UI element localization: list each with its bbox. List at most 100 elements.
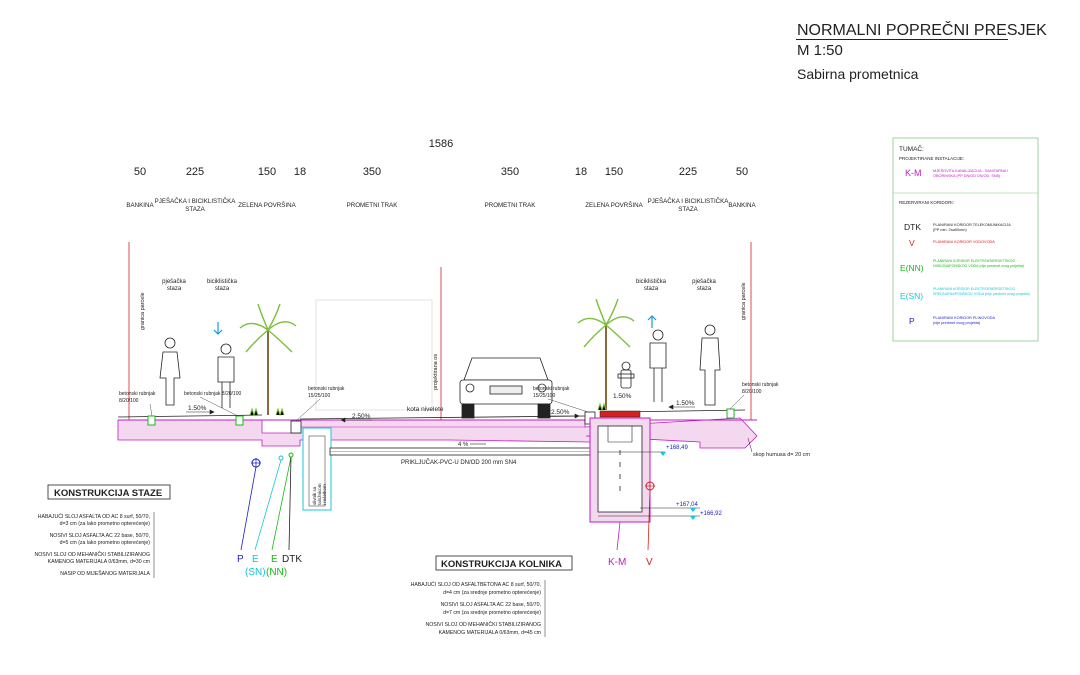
dim-banina-left: 50 (134, 166, 146, 178)
gully-inner (308, 435, 326, 507)
corridor-e-nn-label: E (271, 554, 278, 565)
corridor-e-sn-label: E (252, 554, 259, 565)
car-icon (459, 357, 553, 419)
ks-line-1: HABAJUĆI SLOJ ASFALTA OD AC 8 surf, 50/7… (38, 513, 150, 520)
legend-text-enn-2: NISKONAPONSKOG VODA (nije predmet ovog p… (933, 264, 1024, 268)
dim-rubnjak-right: 18 (575, 166, 587, 178)
granica-left-label: granica parcele (140, 292, 146, 330)
legend-item-dtk: DTK PLANIRANI KORIDOR TELEKOMUNIKACIJA (… (904, 222, 1011, 232)
elev-2: +167,04 (676, 502, 699, 508)
zone-zelena-right: ZELENA POVRŠINA (585, 202, 643, 209)
konstrukcija-staze-title: KONSTRUKCIJA STAZE (54, 488, 162, 499)
drawing-scale: M 1:50 (797, 42, 843, 59)
arrow-down-icon (213, 322, 223, 335)
prikljucak-label: PRIKLJUČAK-PVC-U DN/OD 200 mm SN4 (401, 459, 517, 466)
bicikl-r-2: staza (644, 286, 659, 292)
ks-line-7: NASIP OD MIJEŠANOG MATERIJALA (60, 570, 150, 577)
corridor-dtk-label: DTK (282, 554, 302, 565)
ks-line-4: d=5 cm (za lako prometno opterećenje) (60, 540, 151, 546)
zone-staza-right-1: PJEŠAČKA I BICIKLISTIČKA (648, 198, 730, 205)
legend-text-km-1: MJEŠOVITA KANALIZACIJA - SANITARNA I (933, 168, 1008, 173)
zone-trak-right: PROMETNI TRAK (485, 202, 537, 209)
rubnjak-d-1: betonski rubnjak (533, 386, 570, 392)
kk-line-3: NOSIVI SLOJ ASFALTA AC 22 base, 50/70, (441, 602, 541, 608)
zone-trak-left: PROMETNI TRAK (347, 202, 399, 209)
slivnik-label-1: slivnik sa (312, 486, 317, 505)
slivnik-label-2: taložnicom (317, 483, 322, 505)
kota-label: kota nivelete (407, 406, 444, 413)
slope-3: 2.50% (551, 409, 570, 416)
slivnik-label-3: i rešetkom (322, 484, 327, 505)
corridor-labels: P E (SN) E (NN) DTK K-M V (237, 554, 653, 578)
cyclist-left-icon (217, 343, 235, 408)
cyclist-right-icon (649, 329, 667, 402)
dim-rubnjak-left: 18 (294, 166, 306, 178)
surface-profile (117, 409, 746, 420)
legend-item-km: K-M MJEŠOVITA KANALIZACIJA - SANITARNA I… (905, 168, 1008, 178)
corridor-v-label: V (646, 557, 653, 568)
elev-1: +168,49 (666, 445, 689, 451)
pjesacka-r-2: staza (697, 286, 712, 292)
pjesacka-l-1: pješačka (162, 279, 186, 285)
zone-labels: BANKINA PJEŠAČKA I BICIKLISTIČKA STAZA Z… (126, 198, 756, 213)
corridor-e-sn-sub: (SN) (245, 567, 266, 578)
pjesacka-l-2: staza (167, 286, 182, 292)
dim-staza-right: 225 (679, 166, 697, 178)
pedestrian-left-icon (159, 337, 181, 406)
legend-text-p-1: PLANIRANI KORIDOR PLINOVODA (933, 316, 995, 320)
legend-code-v: V (909, 238, 915, 248)
dim-staza-left: 225 (186, 166, 204, 178)
power-sn-symbol (278, 455, 284, 461)
legend-item-esn: E(SN) PLANIRANI KORIDOR ELEKTROENERGETSK… (900, 287, 1030, 301)
people-labels: pješačka staza biciklistička staza bicik… (162, 279, 716, 292)
dim-trak-left: 350 (363, 166, 381, 178)
bicikl-l-2: staza (215, 286, 230, 292)
rubnjak-e-1: betonski rubnjak (742, 382, 779, 388)
legend-code-km: K-M (905, 168, 922, 178)
legend-box (892, 137, 1039, 342)
rubnjak-e-2: 8/20/100 (742, 389, 762, 395)
konstrukcija-kolnika-title: KONSTRUKCIJA KOLNIKA (441, 559, 562, 570)
pipe-slope-label: 4 % (458, 442, 469, 448)
rubnjak-d-2: 15/25/100 (533, 393, 555, 399)
legend-text-dtk-1: PLANIRANI KORIDOR TELEKOMUNIKACIJA (933, 223, 1011, 227)
elevation-markers: +168,49 +167,04 +166,92 (598, 445, 723, 520)
kerb-3 (726, 408, 735, 419)
elev-3: +166,92 (700, 511, 723, 517)
kk-line-6: KAMENOG MATERIJALA 0/63mm, d=45 cm (439, 630, 541, 636)
legend-item-enn: E(NN) PLANIRANI KORIDOR ELEKTROENERGETSK… (900, 259, 1024, 273)
legend-text-km-2: OBORINSKA (PP DN/OD DN/OD, SN8) (933, 174, 1001, 178)
power-nn-symbol (288, 452, 294, 458)
legend-text-enn-1: PLANIRANI KORIDOR ELEKTROENERGETSKOG (933, 259, 1015, 263)
zone-staza-left-1: PJEŠAČKA I BICIKLISTIČKA (155, 198, 237, 205)
palm-tree-right (577, 298, 635, 410)
pjesacka-r-1: pješačka (692, 279, 716, 285)
legend-code-p: P (909, 316, 915, 326)
zone-staza-right-2: STAZA (678, 206, 698, 213)
dim-trak-right: 350 (501, 166, 519, 178)
legend-item-v: V PLANIRANI KORIDOR VODOVODA (909, 238, 995, 248)
gully-box (302, 427, 332, 511)
granica-right-label: granica parcele (741, 282, 747, 320)
slope-labels: 1.50% 2.50% 2.50% 1.50% 1.50% kota nivel… (188, 393, 695, 420)
slope-5: 1.50% (676, 400, 695, 407)
legend-title: TUMAČ: (899, 144, 924, 153)
ks-line-6: KAMENOG MATERIJALA 0/63mm, d=30 cm (48, 559, 150, 565)
rubnjak-a-2: 8/20/100 (119, 398, 139, 404)
axis-label: projektirana os (433, 354, 439, 390)
legend-code-enn: E(NN) (900, 263, 924, 273)
legend-projected-header: PROJEKTIRANE INSTALACIJE: (899, 156, 964, 161)
zone-banina-left: BANKINA (126, 202, 154, 209)
manhole-cover (599, 410, 641, 418)
legend-text-esn-1: PLANIRANI KORIDOR ELEKTROENERGETSKOG (933, 287, 1015, 291)
fire-hydrant-icon (617, 361, 635, 389)
konstrukcija-kolnika-box (435, 555, 573, 571)
building-outline (315, 299, 433, 411)
corridor-km-label: K-M (608, 557, 626, 568)
legend-text-dtk-2: (PP min. 2x⌀50mm) (933, 228, 967, 232)
ks-line-5: NOSIVI SLOJ OD MEHANIČKI STABILIZIRANOG (35, 551, 151, 558)
palm-tree-left (239, 303, 297, 415)
kk-line-1: HABAJUĆI SLOJ OD ASFALTBETONA AC 8 surf,… (411, 581, 541, 588)
rubnjak-c-1: betonski rubnjak (308, 386, 345, 392)
